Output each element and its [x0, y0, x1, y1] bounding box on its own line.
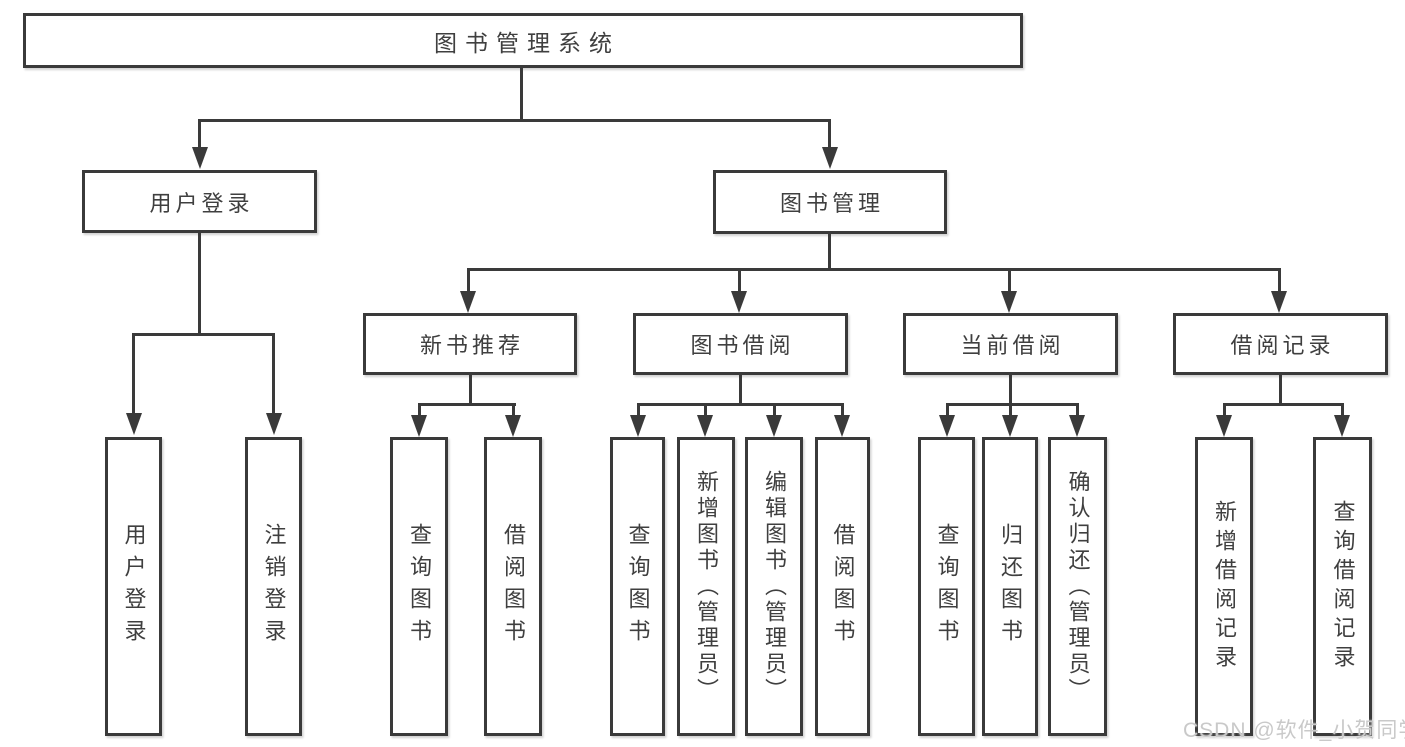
connector-vline [739, 375, 742, 406]
connector-hline [946, 403, 1079, 406]
connector-vline [469, 375, 472, 406]
arrow-down-icon [939, 415, 955, 437]
arrow-down-icon [1216, 415, 1232, 437]
arrow-down-icon [1334, 415, 1350, 437]
connector-vline [1279, 375, 1282, 406]
connector-vline [841, 403, 844, 417]
connector-vline [1009, 403, 1012, 417]
connector-vline [773, 403, 776, 417]
leaf-label: 查询图书 [934, 522, 960, 651]
connector-vline [1341, 403, 1344, 417]
connector-vline [828, 234, 831, 271]
connector-vline [198, 119, 201, 150]
node-logout: 注销登录 [245, 437, 302, 736]
node-add-borrow-record: 新增借阅记录 [1195, 437, 1253, 736]
leaf-label: 查询图书 [407, 522, 432, 651]
leaf-label: 新增图书（管理员） [694, 469, 719, 704]
arrow-down-icon [630, 415, 646, 437]
arrow-down-icon [1001, 291, 1017, 313]
connector-vline [467, 268, 470, 294]
arrow-down-icon [1271, 291, 1287, 313]
arrow-down-icon [731, 291, 747, 313]
leaf-label: 借阅图书 [830, 522, 856, 651]
node-root: 图书管理系统 [23, 13, 1023, 68]
connector-vline [512, 403, 515, 417]
connector-hline [467, 268, 1281, 271]
connector-vline [520, 67, 523, 120]
connector-hline [132, 333, 275, 336]
node-user-login-action: 用户登录 [105, 437, 162, 736]
connector-hline [418, 403, 516, 406]
connector-vline [418, 403, 421, 417]
connector-vline [704, 403, 707, 417]
leaf-label: 借阅图书 [501, 522, 526, 651]
node-return-book: 归还图书 [982, 437, 1038, 736]
csdn-watermark: CSDN @软件_小贺同学 [1183, 719, 1405, 742]
leaf-label: 新增借阅记录 [1212, 499, 1237, 674]
node-current-borrow: 当前借阅 [903, 313, 1118, 375]
arrow-down-icon [126, 413, 142, 435]
leaf-label: 确认归还（管理员） [1065, 469, 1091, 704]
arrow-down-icon [1069, 415, 1085, 437]
leaf-label: 注销登录 [261, 522, 287, 651]
leaf-label: 编辑图书（管理员） [762, 469, 787, 704]
node-query-books-current: 查询图书 [918, 437, 975, 736]
node-query-books-borrow: 查询图书 [610, 437, 665, 736]
connector-vline [1076, 403, 1079, 417]
connector-vline [1278, 268, 1281, 294]
node-borrow-books: 借阅图书 [815, 437, 870, 736]
node-edit-book-admin: 编辑图书（管理员） [745, 437, 803, 736]
leaf-label: 查询图书 [625, 522, 651, 651]
leaf-label: 用户登录 [121, 522, 147, 651]
connector-vline [132, 333, 135, 415]
arrow-down-icon [411, 415, 427, 437]
arrow-down-icon [697, 415, 713, 437]
node-book-borrow: 图书借阅 [633, 313, 848, 375]
leaf-label: 查询借阅记录 [1330, 499, 1356, 674]
arrow-down-icon [192, 147, 208, 169]
node-add-book-admin: 新增图书（管理员） [677, 437, 735, 736]
node-query-borrow-record: 查询借阅记录 [1313, 437, 1372, 736]
connector-vline [946, 403, 949, 417]
connector-hline [198, 119, 831, 122]
connector-vline [637, 403, 640, 417]
arrow-down-icon [822, 147, 838, 169]
arrow-down-icon [834, 415, 850, 437]
arrow-down-icon [505, 415, 521, 437]
node-borrow-record: 借阅记录 [1173, 313, 1388, 375]
connector-vline [198, 233, 201, 336]
arrow-down-icon [1002, 415, 1018, 437]
connector-vline [1009, 375, 1012, 406]
connector-vline [738, 268, 741, 294]
arrow-down-icon [266, 413, 282, 435]
node-new-book-recommend: 新书推荐 [363, 313, 577, 375]
connector-vline [272, 333, 275, 415]
arrow-down-icon [766, 415, 782, 437]
leaf-label: 归还图书 [998, 522, 1023, 651]
node-borrow-books-recommend: 借阅图书 [484, 437, 542, 736]
connector-vline [828, 119, 831, 150]
arrow-down-icon [460, 291, 476, 313]
connector-hline [1223, 403, 1344, 406]
connector-vline [1008, 268, 1011, 294]
connector-vline [1223, 403, 1226, 417]
node-user-login: 用户登录 [82, 170, 317, 233]
node-confirm-return-admin: 确认归还（管理员） [1048, 437, 1107, 736]
connector-hline [637, 403, 844, 406]
node-query-books-recommend: 查询图书 [390, 437, 448, 736]
node-book-management: 图书管理 [713, 170, 947, 234]
